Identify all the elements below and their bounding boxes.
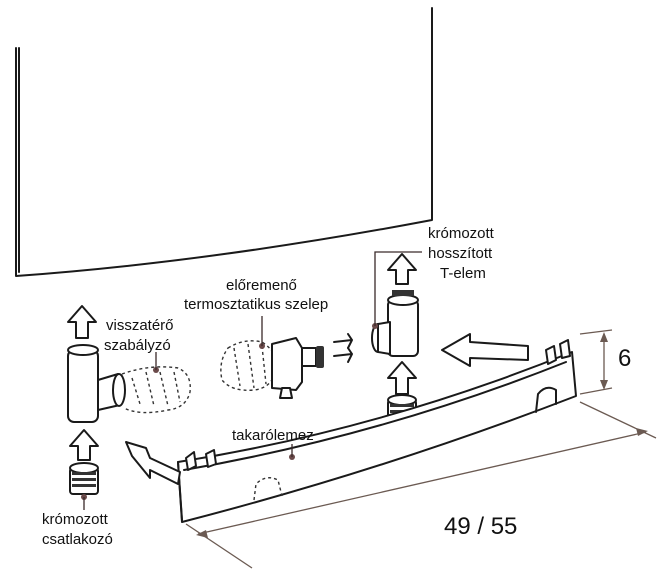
thermostatic-valve-part [220, 337, 324, 399]
radiator-body [15, 7, 433, 277]
arrow-up-return-regulator [67, 305, 97, 339]
width-dimension-label: 49 / 55 [444, 513, 517, 540]
flow-valve-label-line1: előremenő [226, 277, 297, 294]
height-dimension-label: 6 [618, 345, 631, 372]
label-leaders [83, 251, 422, 510]
t-element-part [371, 290, 419, 357]
chrome-connector-part [69, 462, 99, 500]
flow-valve-label-line2: termosztatikus szelep [184, 296, 328, 313]
arrow-up-connector [69, 429, 99, 461]
connector-label-line2: csatlakozó [42, 531, 113, 548]
t-element-label-line3: T-elem [440, 265, 486, 282]
connector-label-line1: krómozott [42, 511, 109, 528]
dimension-width [185, 401, 657, 569]
arrow-right-valve-to-t [333, 333, 353, 363]
cover-plate-label: takarólemez [232, 427, 314, 444]
dimension-height [579, 329, 613, 395]
arrow-left-cover-plate-right [441, 333, 529, 367]
arrow-up-t-element [387, 253, 417, 285]
t-element-label-line2: hosszított [428, 245, 493, 262]
t-element-label-line1: krómozott [428, 225, 495, 242]
return-regulator-label-line2: szabályzó [104, 337, 171, 354]
arrow-up-t-connector [387, 361, 417, 395]
cover-plate [177, 339, 577, 523]
return-regulator-valve [67, 344, 191, 423]
return-regulator-label-line1: visszatérő [106, 317, 174, 334]
arrow-left-cover-plate [125, 441, 181, 485]
